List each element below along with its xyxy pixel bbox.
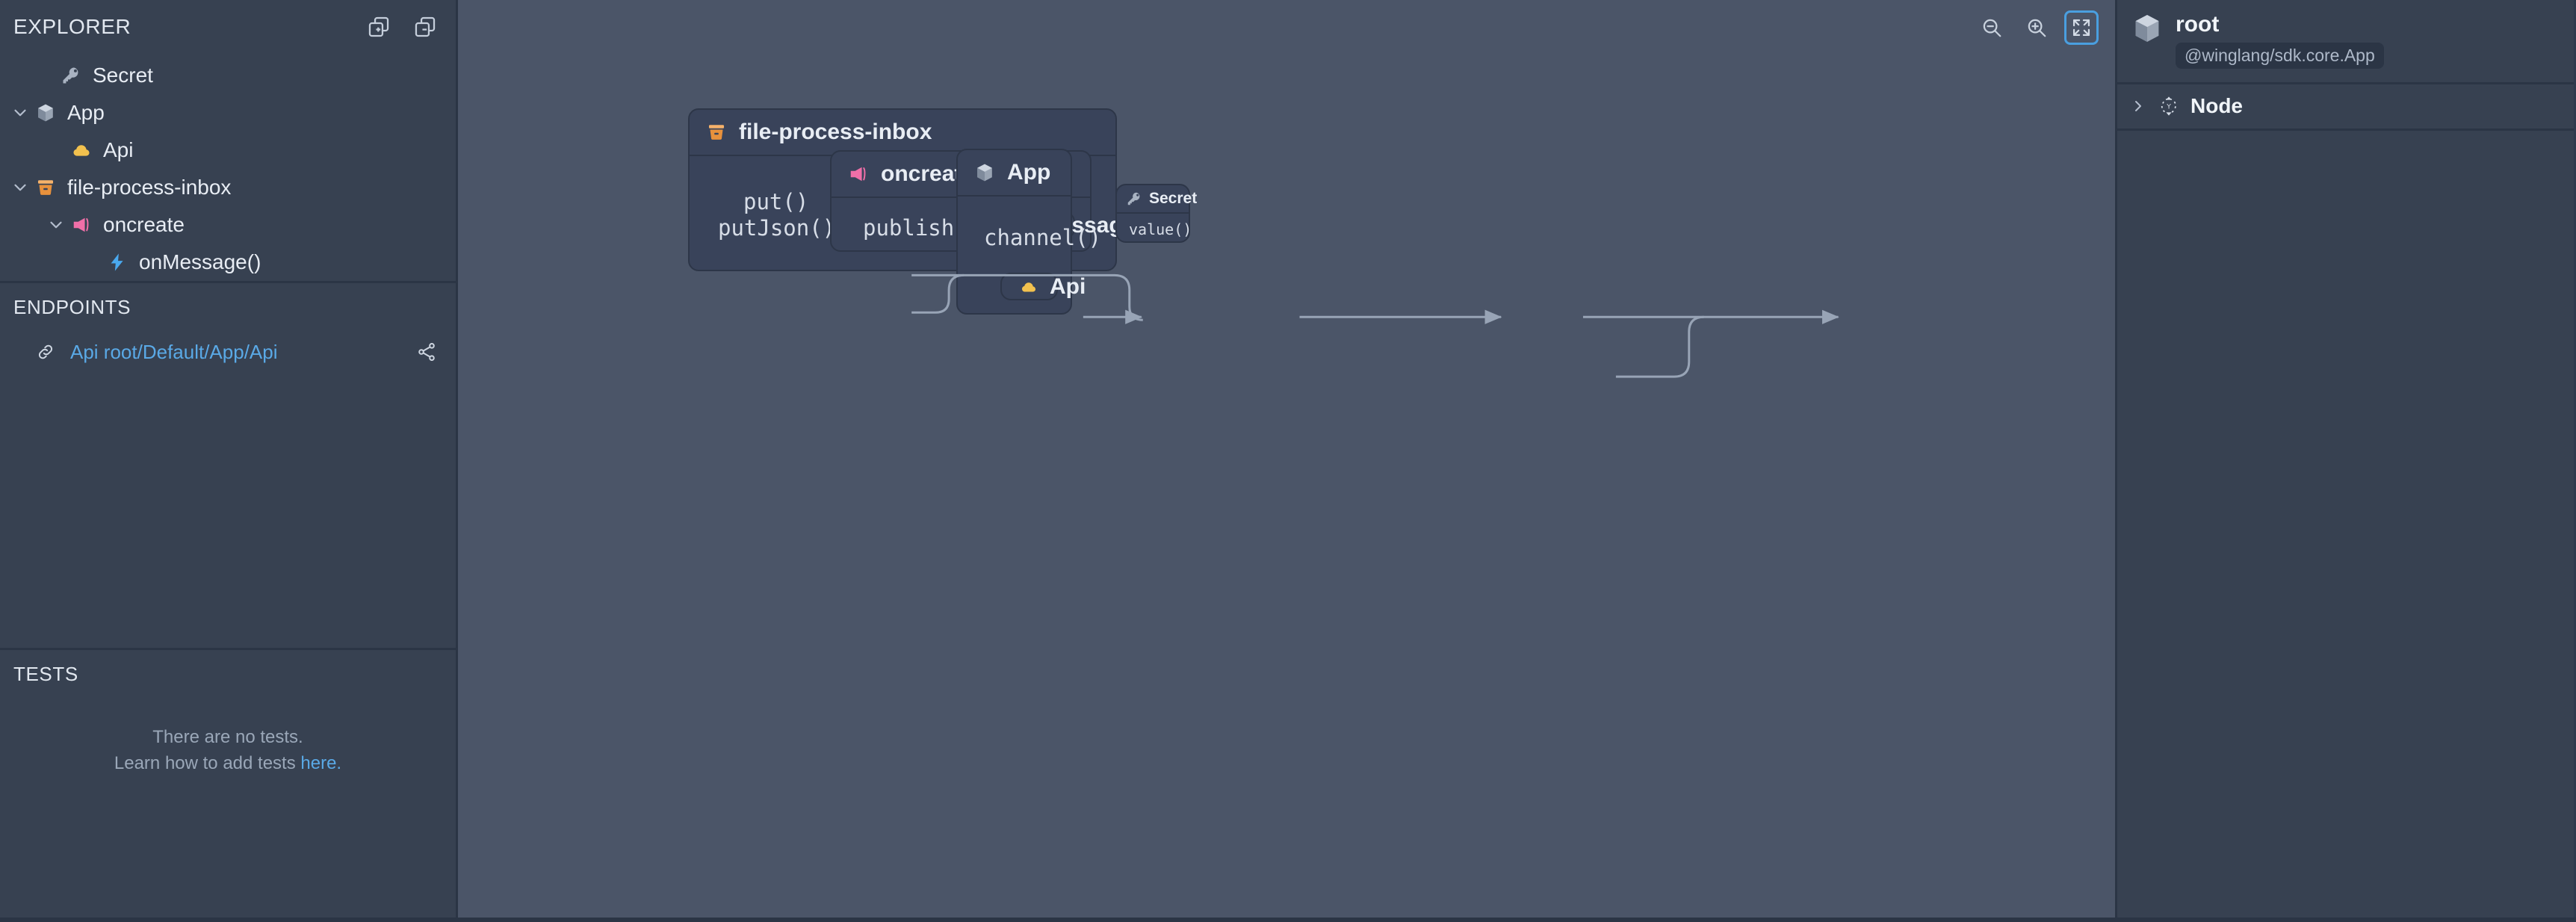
chevron-down-icon[interactable] <box>7 175 33 200</box>
sidebar-item-label: oncreate <box>103 213 185 236</box>
inspector-panel: root @winglang/sdk.core.App Y Node <box>2117 0 2574 922</box>
sidebar-item-onmessage[interactable]: onMessage() <box>0 244 456 281</box>
megaphone-icon <box>848 164 869 185</box>
node-title: Secret <box>1149 190 1198 207</box>
cube-icon <box>2131 12 2164 45</box>
chevron-right-icon[interactable] <box>2129 97 2147 115</box>
collapse-all-icon[interactable] <box>412 14 438 40</box>
diagram-canvas[interactable]: file-process-inbox put() putJson() oncre… <box>458 0 2117 922</box>
cube-icon <box>974 162 995 183</box>
sidebar-item-label: App <box>67 101 105 124</box>
tests-empty-line1: There are no tests. <box>152 727 303 747</box>
inspector-row-node[interactable]: Y Node <box>2117 84 2574 131</box>
sidebar-item-file-process-inbox[interactable]: file-process-inbox <box>0 169 456 206</box>
sidebar-item-oncreate[interactable]: oncreate <box>0 206 456 244</box>
tests-empty-state: There are no tests. Learn how to add tes… <box>114 725 341 777</box>
diagram-node-secret[interactable]: Secret value() <box>1115 184 1197 243</box>
explorer-header-actions <box>366 14 438 40</box>
link-icon <box>33 339 58 365</box>
port-putjson[interactable]: putJson() <box>718 215 836 241</box>
megaphone-icon <box>69 212 94 238</box>
endpoint-label: Api root/Default/App/Api <box>70 340 278 363</box>
explorer-header: EXPLORER <box>0 0 456 54</box>
tests-learn-link[interactable]: here. <box>300 752 342 773</box>
endpoint-left: Api root/Default/App/Api <box>33 339 278 365</box>
resource-tree: Secret App <box>0 54 456 281</box>
sidebar-divider-2 <box>0 648 456 650</box>
share-icon[interactable] <box>414 339 439 365</box>
svg-text:Y: Y <box>2166 102 2171 111</box>
diagram-leaf-api[interactable]: Api <box>1000 273 1086 300</box>
explorer-title: EXPLORER <box>13 15 131 38</box>
window-bottom-border <box>0 918 2576 922</box>
node-icon: Y <box>2159 96 2179 116</box>
chevron-down-icon[interactable] <box>7 100 33 126</box>
zoom-controls <box>1975 10 2099 45</box>
node-header: App <box>958 150 1071 197</box>
tests-empty-line2: Learn how to add tests here. <box>114 751 341 777</box>
bucket-icon <box>706 122 727 143</box>
port-value[interactable]: value() <box>1129 220 1192 238</box>
port-channel[interactable]: channel() <box>984 225 1102 250</box>
sidebar-item-label: Api <box>103 138 134 161</box>
endpoints-title: ENDPOINTS <box>13 295 131 318</box>
inspector-header: root @winglang/sdk.core.App <box>2117 0 2574 84</box>
endpoints-header: ENDPOINTS <box>0 283 456 331</box>
inspector-row-label: Node <box>2190 94 2243 117</box>
expand-all-icon[interactable] <box>366 14 391 40</box>
node-header: Secret <box>1117 185 1197 214</box>
node-title: file-process-inbox <box>739 120 932 144</box>
leaf-title: Api <box>1050 273 1086 299</box>
tests-title: TESTS <box>13 662 78 685</box>
explorer-sidebar: EXPLORER <box>0 0 458 922</box>
zoom-out-button[interactable] <box>1975 10 2009 45</box>
endpoints-list: Api root/Default/App/Api <box>0 331 456 648</box>
sidebar-item-label: onMessage() <box>139 250 261 273</box>
fit-to-screen-button[interactable] <box>2064 10 2099 45</box>
sidebar-item-app[interactable]: App <box>0 94 456 132</box>
key-icon <box>58 63 84 88</box>
bucket-icon <box>33 175 58 200</box>
cloud-icon <box>69 137 94 163</box>
tests-header: TESTS <box>0 650 456 698</box>
tests-empty-prefix: Learn how to add tests <box>114 752 301 773</box>
sidebar-item-label: Secret <box>93 64 153 87</box>
inspector-body <box>2117 131 2574 922</box>
key-icon <box>1126 191 1142 207</box>
node-title: App <box>1007 160 1051 185</box>
inspector-title: root <box>2176 12 2220 37</box>
cube-icon <box>33 100 58 126</box>
endpoint-row[interactable]: Api root/Default/App/Api <box>0 331 456 373</box>
sidebar-divider <box>0 281 456 283</box>
inspector-header-text: root @winglang/sdk.core.App <box>2176 12 2384 69</box>
lightning-icon <box>105 250 130 275</box>
port-put[interactable]: put() <box>743 189 809 214</box>
sidebar-item-api[interactable]: Api <box>0 132 456 169</box>
cloud-icon <box>1020 278 1038 296</box>
sidebar-item-secret[interactable]: Secret <box>0 57 456 94</box>
zoom-in-button[interactable] <box>2019 10 2054 45</box>
chevron-down-icon[interactable] <box>43 212 69 238</box>
tests-panel: There are no tests. Learn how to add tes… <box>0 698 456 922</box>
inspector-type-badge: @winglang/sdk.core.App <box>2176 42 2384 69</box>
sidebar-item-label: file-process-inbox <box>67 176 232 199</box>
